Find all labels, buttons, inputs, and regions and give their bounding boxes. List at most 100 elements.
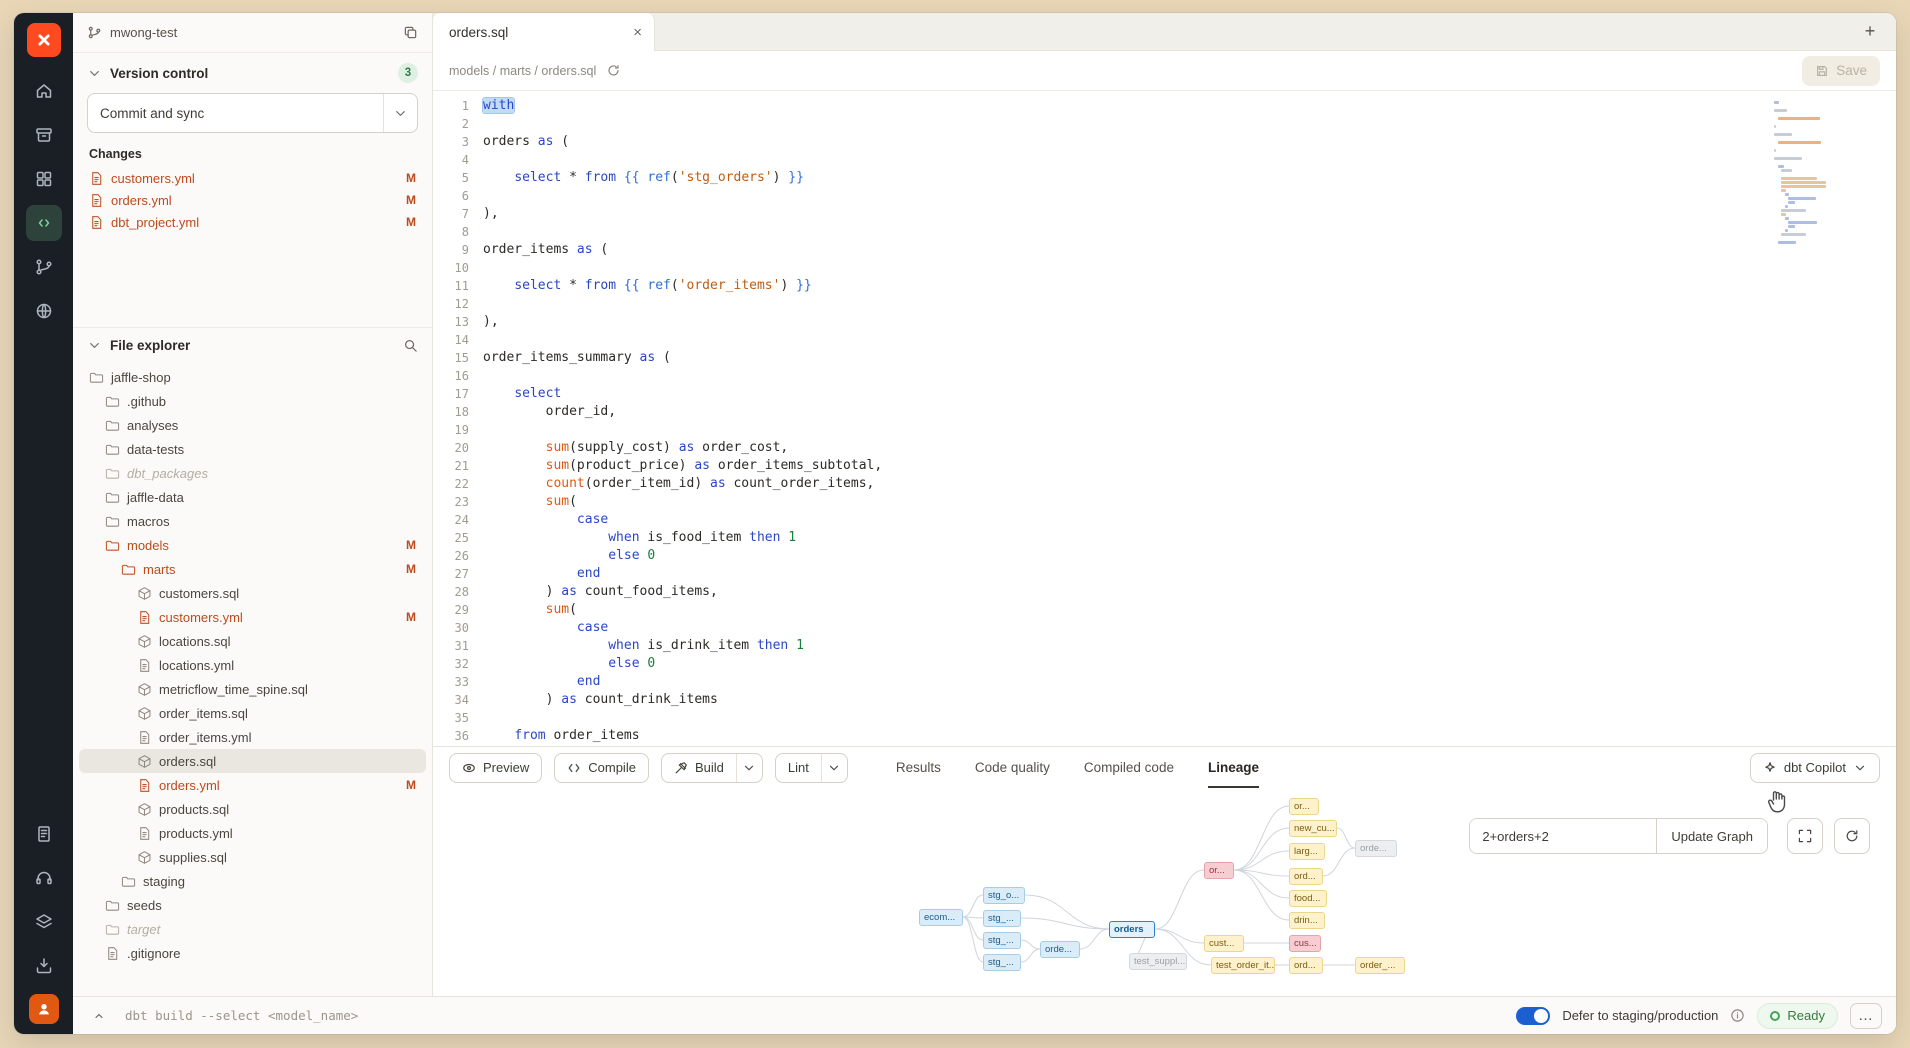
code-lines[interactable]: with orders as ( select * from {{ ref('s… [481, 97, 1896, 746]
tree-item-locations.yml[interactable]: locations.yml [79, 653, 426, 677]
tree-item-dbt_packages[interactable]: dbt_packages [79, 461, 426, 485]
lineage-node-ord[interactable]: ord... [1289, 957, 1323, 974]
lineage-node-orde[interactable]: orde... [1355, 840, 1397, 857]
lineage-node-orde[interactable]: orde... [1040, 941, 1080, 958]
tree-item-supplies.sql[interactable]: supplies.sql [79, 845, 426, 869]
version-control-header[interactable]: Version control 3 [73, 53, 432, 91]
tree-item-customers.sql[interactable]: customers.sql [79, 581, 426, 605]
preview-button[interactable]: Preview [449, 752, 543, 783]
tree-item-metricflow_time_spine.sql[interactable]: metricflow_time_spine.sql [79, 677, 426, 701]
tree-item-.github[interactable]: .github [79, 389, 426, 413]
lineage-node-food[interactable]: food... [1289, 890, 1327, 907]
git-branch-icon[interactable] [26, 249, 62, 285]
lineage-node-or[interactable]: or... [1204, 862, 1234, 879]
command-input[interactable]: dbt build --select <model_name> [125, 1008, 359, 1023]
build-options-dropdown[interactable] [735, 753, 762, 782]
commit-and-sync-button[interactable]: Commit and sync [87, 93, 418, 133]
lineage-node-test_order_it[interactable]: test_order_it... [1211, 957, 1275, 974]
dbt-logo[interactable] [26, 23, 61, 57]
status-badge[interactable]: Ready [1757, 1002, 1838, 1029]
sync-icon[interactable] [606, 63, 621, 78]
lineage-node-cus[interactable]: cus... [1289, 935, 1321, 952]
minimap[interactable] [1774, 101, 1826, 249]
tree-item-data-tests[interactable]: data-tests [79, 437, 426, 461]
headset-icon[interactable] [26, 860, 62, 896]
layers-icon[interactable] [26, 904, 62, 940]
user-avatar[interactable] [28, 994, 59, 1024]
lint-button[interactable]: Lint [776, 754, 821, 782]
tree-item-products.yml[interactable]: products.yml [79, 821, 426, 845]
lineage-node-test_suppl[interactable]: test_suppl... [1129, 953, 1187, 970]
archive-icon[interactable] [26, 117, 62, 153]
notebook-icon[interactable] [26, 816, 62, 852]
lineage-node-ecom[interactable]: ecom... [919, 909, 963, 926]
tree-item-analyses[interactable]: analyses [79, 413, 426, 437]
compile-button[interactable]: Compile [554, 752, 649, 783]
tree-item-.gitignore[interactable]: .gitignore [79, 941, 426, 965]
new-tab-button[interactable]: + [1864, 21, 1876, 41]
tree-item-target[interactable]: target [79, 917, 426, 941]
file-explorer-header[interactable]: File explorer [73, 328, 432, 361]
tree-item-seeds[interactable]: seeds [79, 893, 426, 917]
save-button[interactable]: Save [1802, 55, 1880, 86]
grid-icon[interactable] [26, 161, 62, 197]
tab-compiled-code[interactable]: Compiled code [1083, 760, 1174, 775]
hammer-icon [675, 761, 687, 773]
lineage-node-drin[interactable]: drin... [1289, 912, 1325, 929]
tray-icon[interactable] [26, 948, 62, 984]
tree-item-orders.sql[interactable]: orders.sql [79, 749, 426, 773]
tab-orders-sql[interactable]: orders.sql × [433, 13, 655, 51]
tree-item-locations.sql[interactable]: locations.sql [79, 629, 426, 653]
more-options-button[interactable]: … [1850, 1002, 1882, 1029]
lint-options-dropdown[interactable] [820, 753, 847, 782]
lineage-panel[interactable]: ecom...stg_o...stg_...stg_...stg_...orde… [433, 788, 1896, 996]
lineage-node-new_cu[interactable]: new_cu... [1289, 820, 1337, 837]
tree-item-staging[interactable]: staging [79, 869, 426, 893]
develop-icon[interactable] [25, 205, 62, 241]
lineage-node-cust[interactable]: cust... [1204, 935, 1244, 952]
lineage-node-orders[interactable]: orders [1109, 921, 1155, 938]
tree-item-macros[interactable]: macros [79, 509, 426, 533]
fullscreen-button[interactable] [1787, 818, 1823, 854]
branch-name[interactable]: mwong-test [110, 25, 178, 40]
tree-item-products.sql[interactable]: products.sql [79, 797, 426, 821]
tab-lineage[interactable]: Lineage [1207, 747, 1259, 788]
refresh-button[interactable] [1834, 818, 1870, 854]
lineage-node-ord[interactable]: ord... [1289, 868, 1323, 885]
update-graph-button[interactable]: Update Graph [1656, 819, 1767, 853]
lineage-node-stg_[interactable]: stg_... [983, 932, 1021, 949]
close-icon[interactable]: × [633, 23, 642, 41]
globe-icon[interactable] [26, 293, 62, 329]
info-icon[interactable] [1730, 1008, 1745, 1023]
lineage-node-larg[interactable]: larg... [1289, 843, 1325, 860]
lineage-node-or[interactable]: or... [1289, 798, 1319, 815]
tree-item-order_items.yml[interactable]: order_items.yml [79, 725, 426, 749]
chevron-up-icon[interactable] [87, 1004, 111, 1028]
commit-options-dropdown[interactable] [383, 94, 417, 132]
tree-item-order_items.sql[interactable]: order_items.sql [79, 701, 426, 725]
tree-item-jaffle-shop[interactable]: jaffle-shop [79, 365, 426, 389]
tab-results[interactable]: Results [895, 760, 941, 775]
lineage-node-stg_[interactable]: stg_... [983, 954, 1021, 971]
code-line: when is_drink_item then 1 [608, 638, 804, 653]
tab-code-quality[interactable]: Code quality [974, 760, 1050, 775]
build-button[interactable]: Build [662, 754, 736, 782]
lineage-selector-input[interactable] [1470, 819, 1657, 853]
defer-toggle[interactable] [1516, 1006, 1551, 1025]
lineage-node-stg_[interactable]: stg_... [983, 910, 1021, 927]
lineage-node-order_[interactable]: order_... [1355, 957, 1405, 974]
copy-icon[interactable] [403, 25, 418, 40]
search-icon[interactable] [403, 338, 418, 353]
lineage-node-stg_o[interactable]: stg_o... [983, 887, 1025, 904]
dbt-copilot-button[interactable]: dbt Copilot [1749, 752, 1880, 783]
home-icon[interactable] [26, 73, 62, 109]
tree-item-jaffle-data[interactable]: jaffle-data [79, 485, 426, 509]
